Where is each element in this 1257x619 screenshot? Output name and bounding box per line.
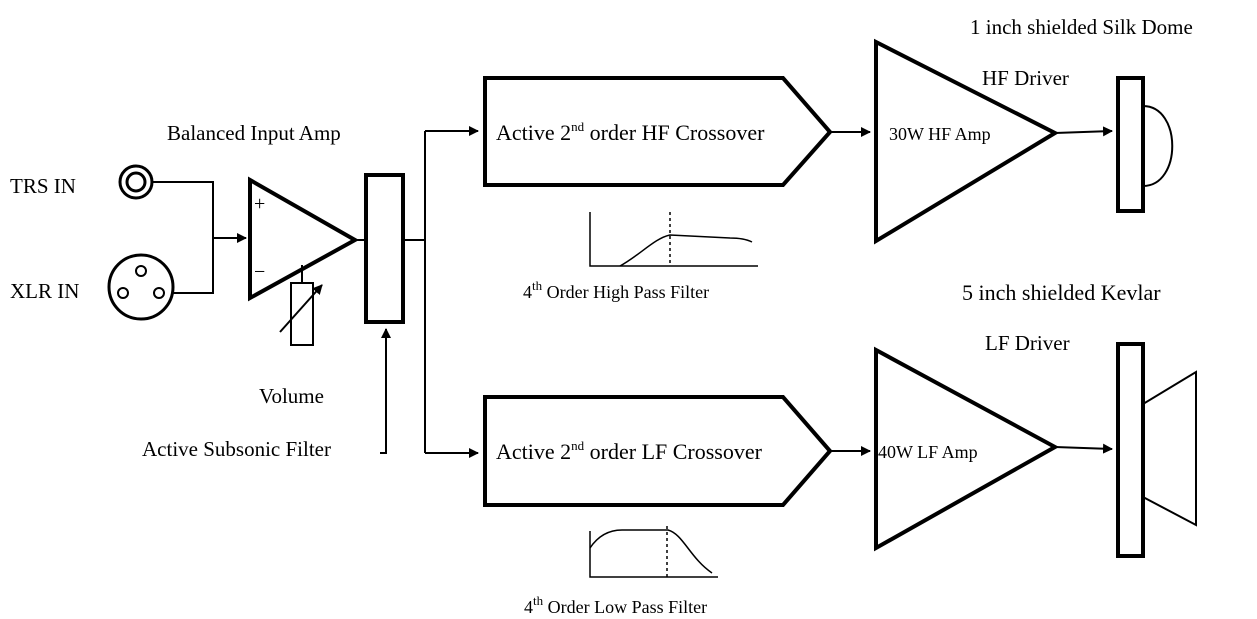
hf-amp-label: 30W HF Amp [889,124,991,144]
hf-crossover-label: Active 2nd order HF Crossover [496,119,765,145]
hf-amp [874,38,1060,245]
subsonic-filter-label: Active Subsonic Filter [142,437,331,461]
low-pass-filter-label: 4th Order Low Pass Filter [524,593,707,617]
lf-driver-description: 5 inch shielded Kevlar [962,280,1161,305]
amp-minus-sign: − [254,261,265,283]
xlr-connector-icon [107,253,175,321]
volume-label: Volume [259,384,324,408]
lf-crossover-block [483,395,833,507]
lf-amp-to-driver-wire [1054,443,1113,454]
hf-amp-to-driver-wire [1054,126,1113,137]
low-pass-response-icon [589,526,718,578]
tweeter-icon [1116,76,1174,213]
trs-input-label: TRS IN [10,174,76,198]
trs-jack-icon [118,164,154,200]
lf-amp-label: 40W LF Amp [878,442,978,462]
lf-crossover-label: Active 2nd order LF Crossover [496,438,763,464]
input-wiring [152,181,247,294]
hf-driver-description: 1 inch shielded Silk Dome [970,15,1193,39]
xlr-input-label: XLR IN [10,279,79,303]
amp-plus-sign: + [254,193,265,215]
balanced-input-amp-label: Balanced Input Amp [167,121,341,145]
hf-crossover-block [483,76,833,187]
lf-amp [874,346,1060,552]
splitter-wiring [403,126,479,458]
woofer-icon [1116,342,1197,558]
lf-driver-label: LF Driver [985,331,1070,355]
volume-potentiometer-icon [279,265,323,346]
subsonic-label-pointer [380,328,391,454]
high-pass-filter-label: 4th Order High Pass Filter [523,278,709,302]
high-pass-response-icon [589,212,758,267]
subsonic-filter-block [364,173,405,324]
hf-driver-label: HF Driver [982,66,1069,90]
